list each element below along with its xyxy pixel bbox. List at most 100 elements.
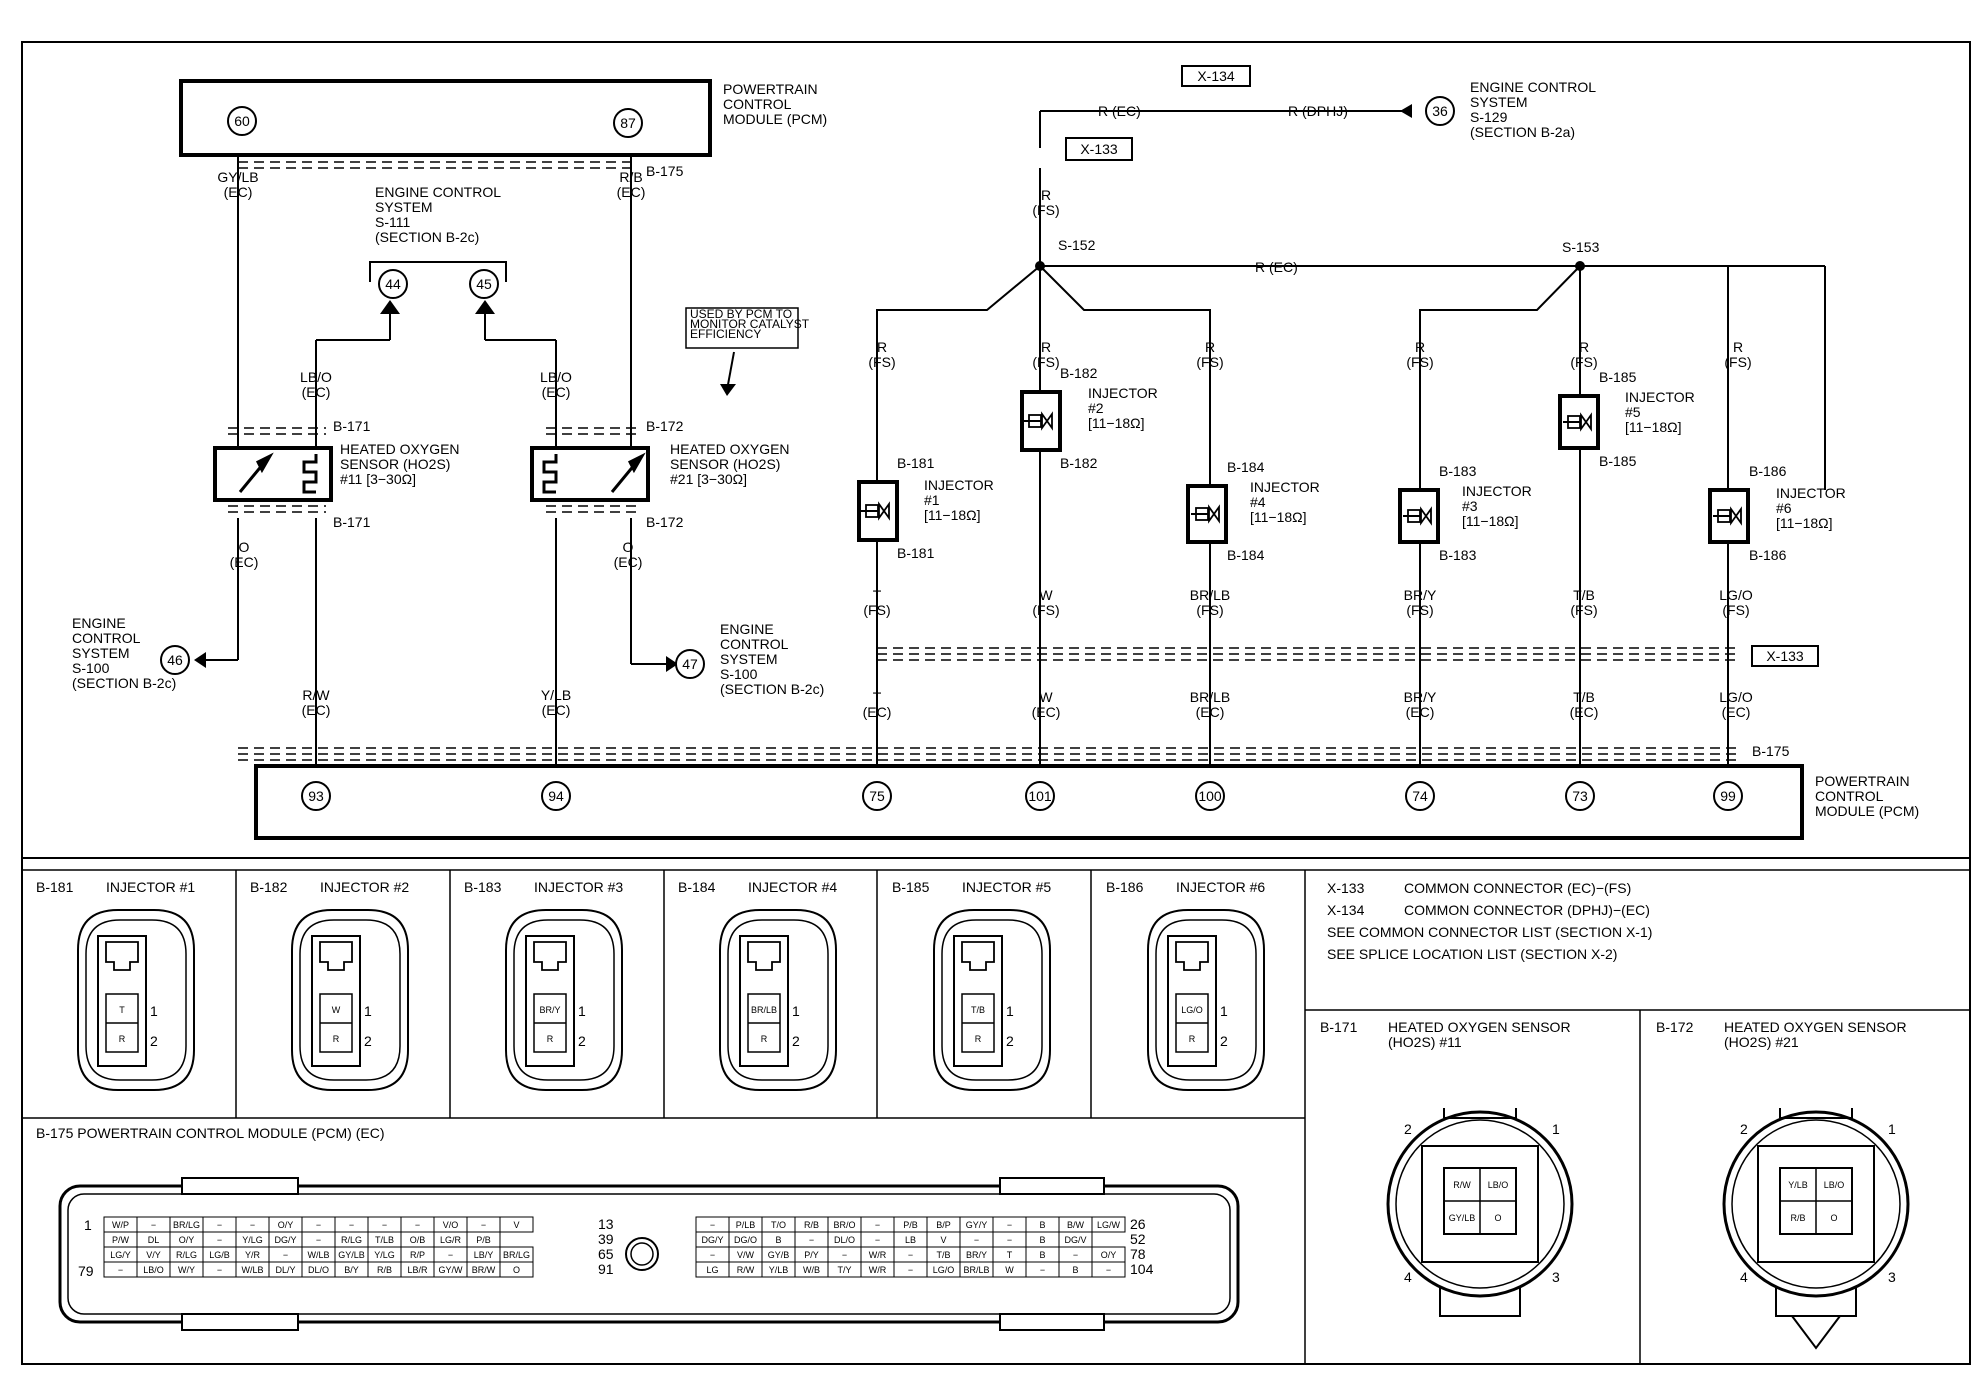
ho2s-view-title: HEATED OXYGEN SENSOR(HO2S) #21: [1724, 1019, 1907, 1050]
pcm-cavity: P/B: [476, 1235, 491, 1245]
injector-glyphs: [861, 411, 1742, 526]
pcm-cavity: W/LB: [307, 1250, 329, 1260]
injector-connector: B-181: [897, 545, 935, 561]
legend-text: COMMON CONNECTOR (DPHJ)−(EC): [1404, 902, 1650, 918]
pcm-cavity: LB/R: [407, 1265, 428, 1275]
pcm-cavity: R/P: [410, 1250, 425, 1260]
connector-cavity-2: R: [1189, 1034, 1196, 1044]
pcm-cavity: T: [1007, 1250, 1013, 1260]
ho2s-cavity: LB/O: [1488, 1180, 1509, 1190]
cavity-number: 2: [1404, 1121, 1412, 1137]
pcm-cavity: LG/B: [209, 1250, 230, 1260]
pcm-cavity: GY/LB: [338, 1250, 365, 1260]
pcm-row-number: 91: [598, 1261, 614, 1277]
connector-b171: B-171: [333, 514, 371, 530]
legend-text: SEE COMMON CONNECTOR LIST (SECTION X-1): [1327, 924, 1652, 940]
pcm-row-number: 1: [84, 1217, 92, 1233]
connector-cavity-1: BR/Y: [539, 1005, 560, 1015]
pcm-cavity: BR/LB: [963, 1265, 989, 1275]
wire-r-fs: R(FS): [1032, 339, 1059, 370]
pcm-cavity: GY/Y: [966, 1220, 988, 1230]
pcm-cavity: −: [118, 1265, 123, 1275]
pcm-cavity: −: [908, 1250, 913, 1260]
cavity-number: 4: [1404, 1269, 1412, 1285]
pcm-cavity: DL/O: [834, 1235, 855, 1245]
cavity-number: 1: [1220, 1003, 1228, 1019]
cavity-number: 1: [792, 1003, 800, 1019]
pcm-cavity: LG/Y: [110, 1250, 131, 1260]
wire-r-b: R/B(EC): [617, 169, 646, 200]
wire-r-fs: R(FS): [1570, 339, 1597, 370]
pcm-pin: 93: [308, 788, 324, 804]
ho2s-cavity: LB/O: [1824, 1180, 1845, 1190]
pcm-row-number: 65: [598, 1246, 614, 1262]
pcm-cavity: −: [349, 1220, 354, 1230]
pcm-cavity: LG/W: [1097, 1220, 1121, 1230]
ho2s-view-title: HEATED OXYGEN SENSOR(HO2S) #11: [1388, 1019, 1571, 1050]
wire-r-fs: R(FS): [1196, 339, 1223, 370]
pcm-row-number: 39: [598, 1231, 614, 1247]
wire-r-fs: R(FS): [1406, 339, 1433, 370]
connector-view-id: B-184: [678, 879, 716, 895]
connector-b175-bottom: B-175: [1752, 743, 1790, 759]
pcm-cavity: T/B: [936, 1250, 950, 1260]
pcm-cavity: Y/LG: [242, 1235, 263, 1245]
pcm-cavity: O/Y: [179, 1235, 195, 1245]
cavity-number: 3: [1888, 1269, 1896, 1285]
pcm-row-number: 104: [1130, 1261, 1154, 1277]
wire-r-fs: R(FS): [868, 339, 895, 370]
dashed-harness-top: [228, 161, 641, 513]
pcm-cavity: P/Y: [804, 1250, 819, 1260]
injector-label: INJECTOR#5[11−18Ω]: [1625, 389, 1695, 435]
pcm-cavity: BR/O: [833, 1220, 855, 1230]
dashed-harness-bottom: [238, 647, 1740, 761]
pcm-cavity: −: [809, 1235, 814, 1245]
pcm-cavity: −: [250, 1220, 255, 1230]
pcm-cavity: BR/LG: [173, 1220, 200, 1230]
connector-cavity-2: R: [119, 1034, 126, 1044]
pcm-cavity: T/O: [771, 1220, 786, 1230]
injector-connector: B-183: [1439, 547, 1477, 563]
injector-connector: B-184: [1227, 547, 1265, 563]
pcm-cavity: DL/Y: [275, 1265, 295, 1275]
injector-label: INJECTOR#2[11−18Ω]: [1088, 385, 1158, 431]
injector-connector: B-184: [1227, 459, 1265, 475]
pcm-row-number: 79: [78, 1263, 94, 1279]
cavity-number: 2: [150, 1033, 158, 1049]
connector-view-title: INJECTOR #3: [534, 879, 623, 895]
pcm-cavity: O: [513, 1265, 520, 1275]
pcm-pin: 101: [1028, 788, 1052, 804]
pcm-cavity: DG/V: [1064, 1235, 1086, 1245]
pcm-cavity: −: [908, 1265, 913, 1275]
pcm-cavity: P/B: [903, 1220, 918, 1230]
pcm-connector-view: B-175 POWERTRAIN CONTROL MODULE (PCM) (E…: [36, 1125, 1240, 1331]
ho2s-cavity: R/W: [1453, 1180, 1471, 1190]
x134-box-label: X-134: [1197, 68, 1235, 84]
pcm-pin: 94: [548, 788, 564, 804]
pcm-cavity: O/B: [410, 1235, 426, 1245]
wire-y-lb: Y/LB(EC): [541, 687, 571, 718]
pcm-cavity: B/P: [936, 1220, 951, 1230]
pcm-pin: 99: [1720, 788, 1736, 804]
pcm-cavity: −: [217, 1235, 222, 1245]
pcm-cavity: −: [1073, 1250, 1078, 1260]
pcm-pin: 75: [869, 788, 885, 804]
connector-cavity-1: T: [119, 1005, 125, 1015]
ho2s-view-id: B-172: [1656, 1019, 1694, 1035]
wire-fs-label: T/B(FS): [1570, 587, 1597, 618]
pcm-cavity: DL: [148, 1235, 160, 1245]
wire-fs-label: BR/LB(FS): [1190, 587, 1230, 618]
pcm-cavity: B: [1039, 1220, 1045, 1230]
injector-connector: B-186: [1749, 463, 1787, 479]
cavity-number: 1: [364, 1003, 372, 1019]
pcm-cavity: −: [382, 1220, 387, 1230]
pcm-pin: 100: [1198, 788, 1222, 804]
connector-b171: B-171: [333, 418, 371, 434]
connector-view-id: B-182: [250, 879, 288, 895]
pcm-cavity: B: [1072, 1265, 1078, 1275]
